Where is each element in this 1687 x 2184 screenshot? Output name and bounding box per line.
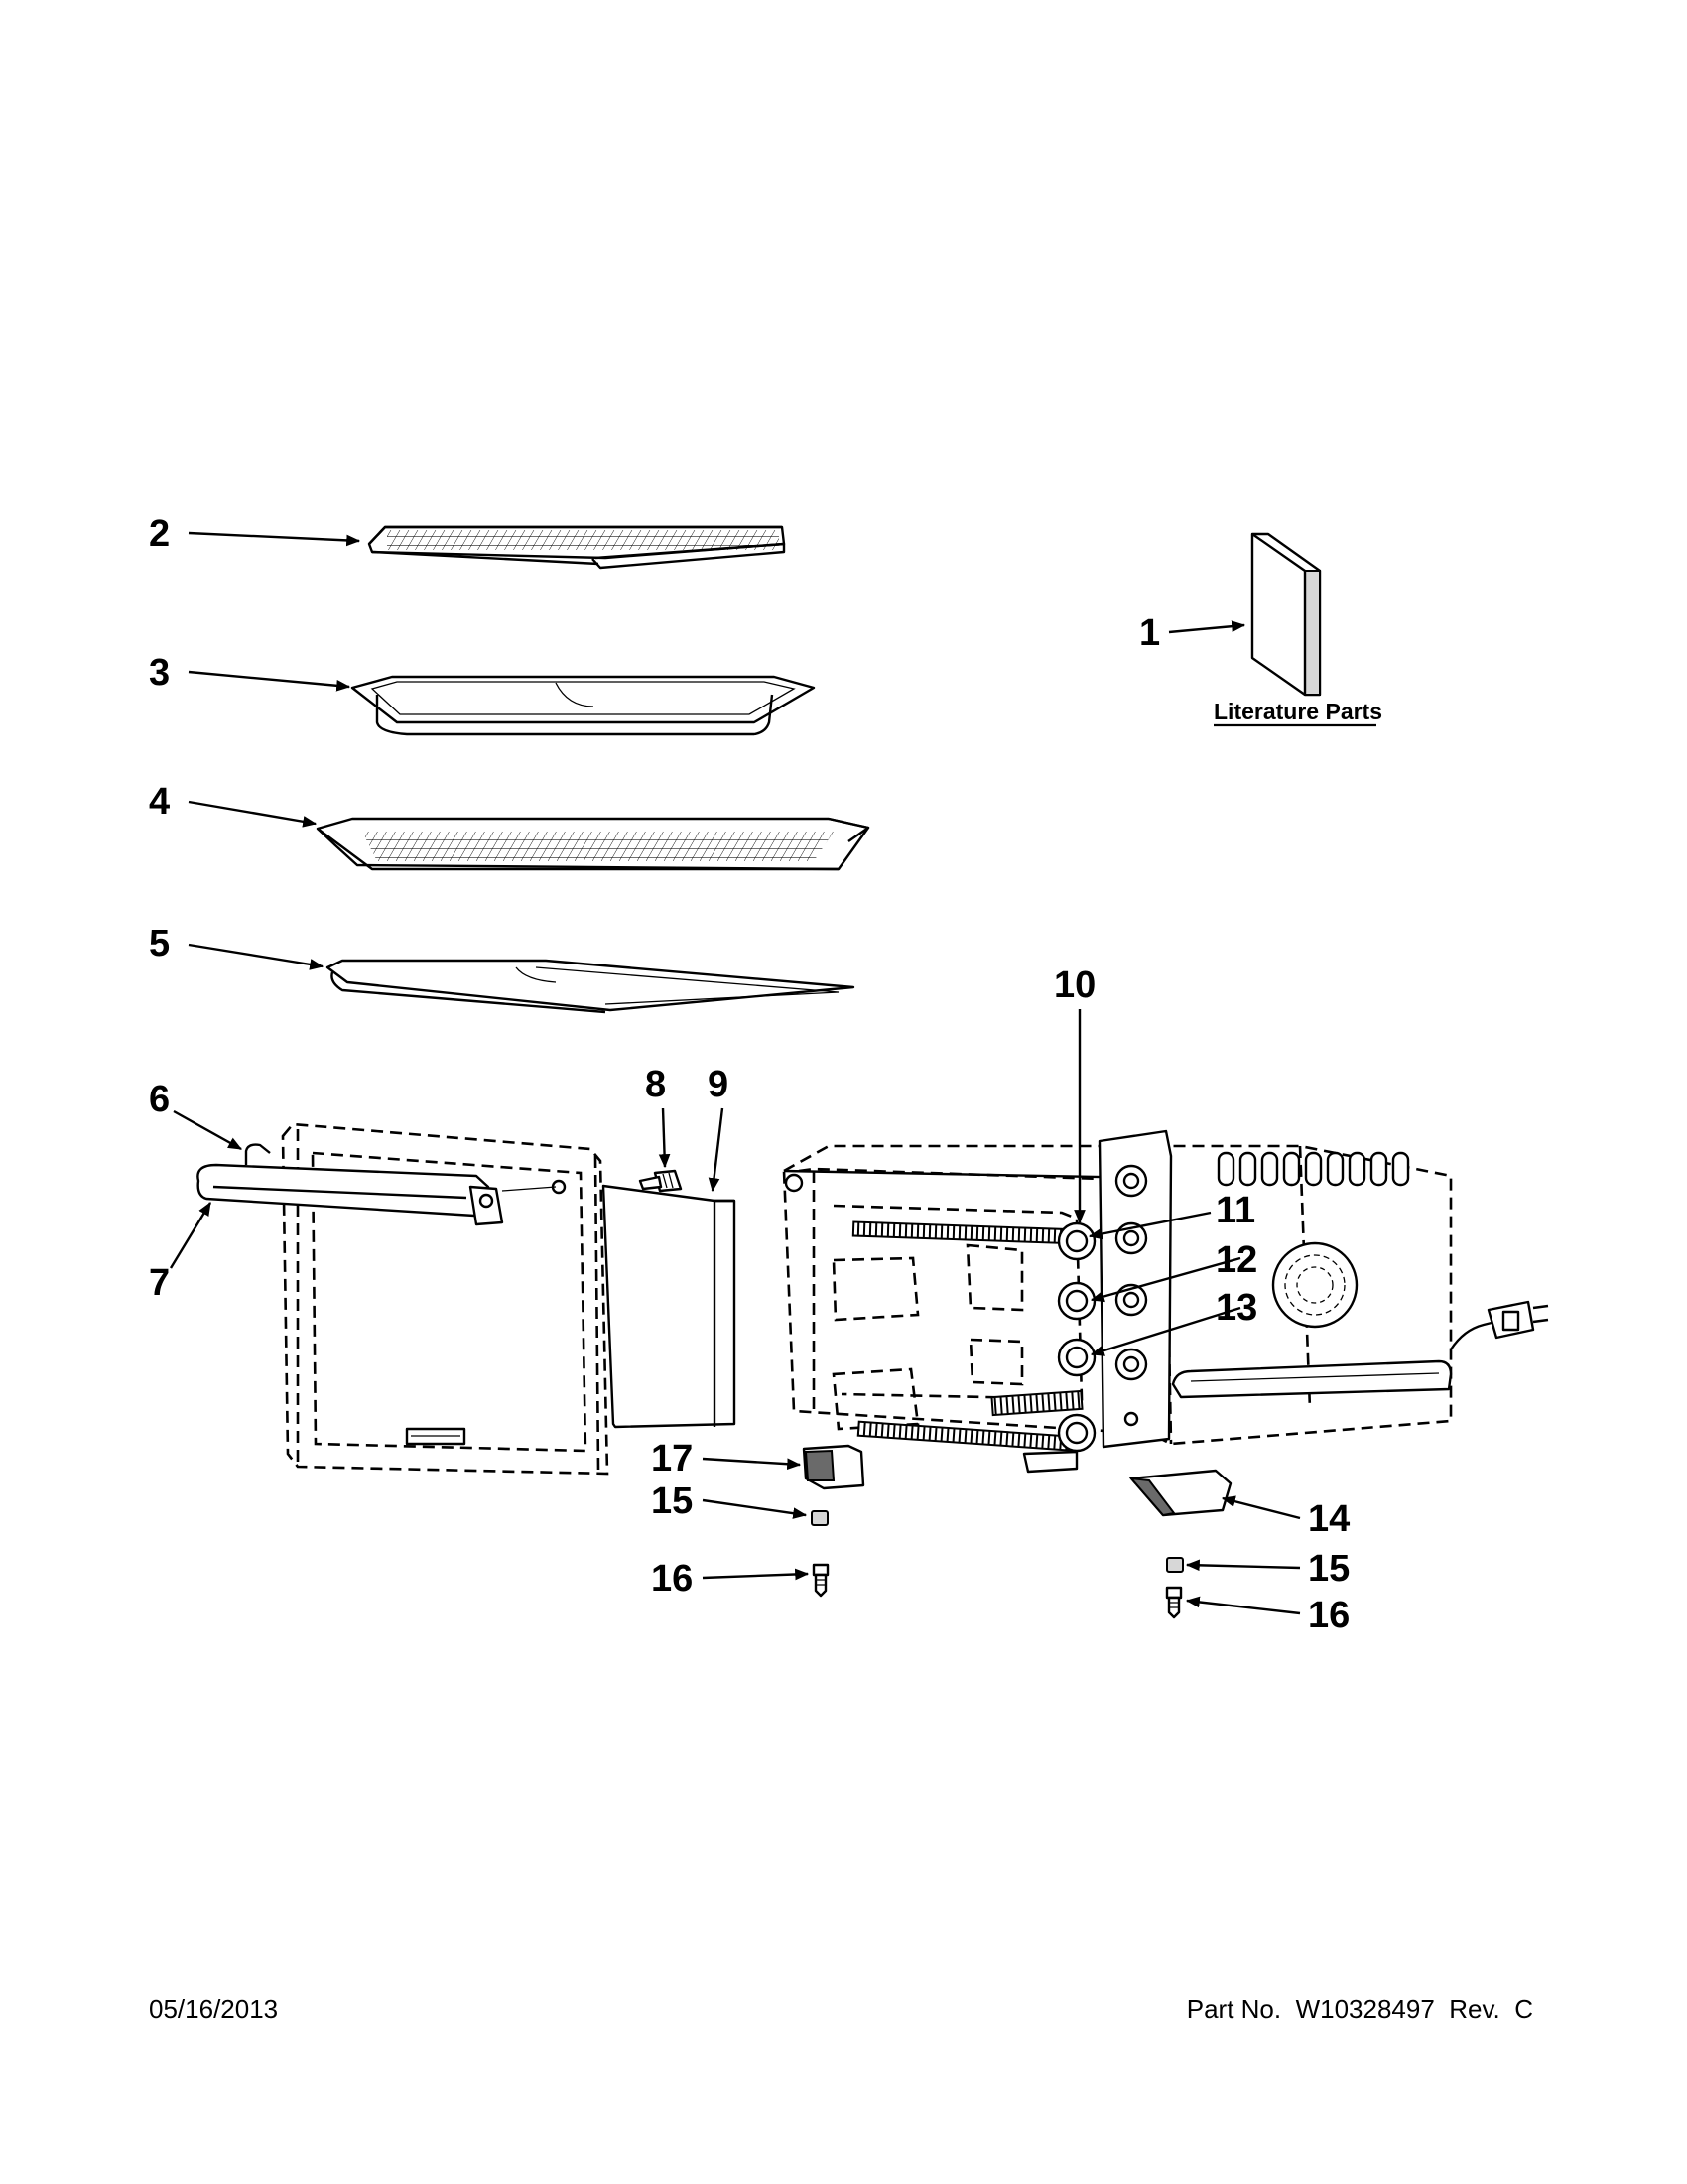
rear-foot bbox=[1128, 1469, 1233, 1517]
broil-rack bbox=[316, 817, 870, 871]
callout-6: 6 bbox=[149, 1079, 170, 1120]
glass-panel bbox=[601, 1184, 736, 1429]
front-foot bbox=[802, 1444, 865, 1490]
callout-8: 8 bbox=[645, 1064, 666, 1105]
callout-1: 1 bbox=[1139, 612, 1160, 654]
callout-14: 14 bbox=[1308, 1498, 1350, 1540]
callout-16-right: 16 bbox=[1308, 1595, 1350, 1636]
wire-rack bbox=[367, 525, 786, 570]
callout-7: 7 bbox=[149, 1262, 170, 1304]
washer-left bbox=[811, 1510, 829, 1526]
callout-15-right: 15 bbox=[1308, 1548, 1350, 1590]
washer-right bbox=[1166, 1557, 1184, 1573]
callout-4: 4 bbox=[149, 781, 170, 823]
callout-9: 9 bbox=[708, 1064, 728, 1105]
power-cord bbox=[1449, 1300, 1549, 1350]
literature-parts-label: Literature Parts bbox=[1214, 699, 1382, 724]
callout-3: 3 bbox=[149, 652, 170, 694]
callout-numbers: 1 2 3 4 5 6 7 8 9 10 11 12 13 14 15 16 1… bbox=[149, 513, 1350, 1636]
oven-body bbox=[782, 1129, 1453, 1474]
door-handle bbox=[196, 1143, 567, 1226]
callout-16-left: 16 bbox=[651, 1558, 693, 1600]
screw bbox=[638, 1169, 683, 1193]
footer-part-number: Part No. W10328497 Rev. C bbox=[1186, 1994, 1533, 2024]
crumb-tray bbox=[325, 959, 855, 1014]
baking-pan bbox=[350, 675, 816, 736]
oven-door bbox=[281, 1122, 609, 1476]
screw-right bbox=[1165, 1586, 1183, 1619]
footer-date: 05/16/2013 bbox=[149, 1994, 279, 2024]
callout-5: 5 bbox=[149, 923, 170, 964]
callout-12: 12 bbox=[1216, 1239, 1257, 1281]
callout-17: 17 bbox=[651, 1438, 693, 1479]
screw-left bbox=[812, 1563, 830, 1598]
literature-booklet bbox=[1250, 532, 1322, 697]
leader-lines bbox=[169, 531, 1301, 1615]
callout-10: 10 bbox=[1054, 964, 1096, 1006]
callout-11: 11 bbox=[1216, 1190, 1255, 1231]
callout-15-left: 15 bbox=[651, 1480, 693, 1522]
callout-13: 13 bbox=[1216, 1287, 1257, 1329]
callout-2: 2 bbox=[149, 513, 170, 555]
